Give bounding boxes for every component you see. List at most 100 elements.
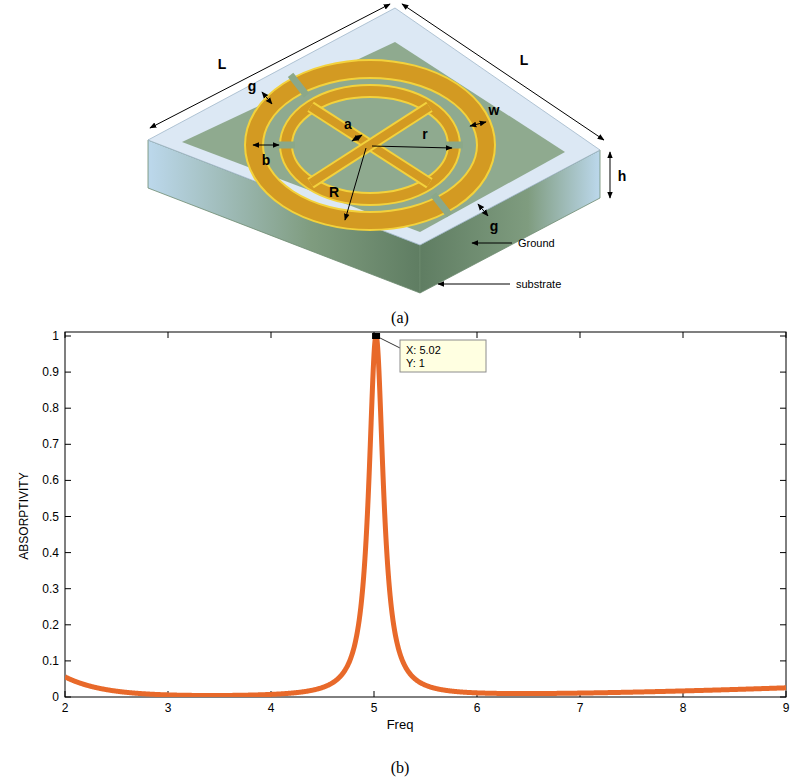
tick-mark (65, 372, 71, 373)
tick-mark (65, 697, 71, 698)
cross-bar (311, 107, 430, 183)
datatip-box (400, 340, 486, 372)
dimension-label: a (344, 116, 352, 132)
tick-mark (65, 444, 71, 445)
tick-mark (65, 624, 71, 625)
tick-label: 0.9 (42, 365, 59, 379)
tick-label: 5 (371, 701, 378, 715)
tick-mark (65, 332, 66, 338)
tick-label: 0.6 (42, 473, 59, 487)
tick-label: 0.1 (42, 654, 59, 668)
tick-label: 8 (680, 701, 687, 715)
tick-mark (780, 372, 786, 373)
dimension-arrow (345, 148, 366, 220)
tick-mark (477, 332, 478, 338)
axis-title: ABSORPTIVITY (17, 472, 31, 559)
tick-mark (780, 624, 786, 625)
tick-mark (780, 336, 786, 337)
tick-label: 1 (52, 329, 59, 343)
resonator-ring (254, 69, 486, 221)
dimension-label: h (618, 168, 627, 184)
axis-title: Freq (387, 717, 414, 732)
cross-bar (311, 107, 430, 183)
cross-bar (311, 107, 430, 183)
tick-mark (374, 691, 375, 697)
ring-gap (433, 195, 449, 215)
tick-label: 7 (577, 701, 584, 715)
tick-mark (780, 660, 786, 661)
tick-label: 0.8 (42, 401, 59, 415)
resonator-ring (286, 91, 454, 199)
ring-gap (277, 142, 295, 149)
dimension-label: w (489, 102, 500, 118)
dimension-arrow (438, 284, 510, 285)
tick-label: 0.7 (42, 437, 59, 451)
tick-mark (780, 516, 786, 517)
tick-mark (65, 516, 71, 517)
tick-mark (65, 480, 71, 481)
tick-mark (65, 660, 71, 661)
tick-mark (780, 552, 786, 553)
panel-label: (b) (391, 759, 410, 777)
tick-label: 0.4 (42, 546, 59, 560)
tick-label: 0.2 (42, 618, 59, 632)
part-label: Ground (518, 237, 555, 249)
dimension-arrow (253, 145, 279, 146)
dimension-arrow (352, 135, 362, 141)
tick-mark (780, 697, 786, 698)
tick-mark (65, 588, 71, 589)
dimension-arrow (610, 152, 611, 198)
dimension-arrow (478, 204, 488, 216)
tick-mark (786, 332, 787, 338)
tick-label: 4 (268, 701, 275, 715)
dimension-label: g (248, 78, 257, 94)
dimension-arrow (150, 4, 390, 128)
absorptivity-curve (65, 336, 786, 695)
cross-bar (311, 107, 430, 183)
tick-mark (168, 332, 169, 338)
tick-mark (65, 336, 71, 337)
dimension-label: R (329, 184, 339, 200)
dimension-label: L (218, 56, 227, 72)
dimension-label: L (520, 52, 529, 68)
tick-mark (780, 408, 786, 409)
data-marker (372, 333, 380, 339)
tick-mark (65, 408, 71, 409)
tick-mark (580, 332, 581, 338)
dimension-label: g (490, 218, 499, 234)
resonator-ring (286, 91, 454, 199)
panel-label: (a) (391, 309, 409, 327)
tick-mark (65, 691, 66, 697)
tick-label: 0 (52, 690, 59, 704)
dimension-arrow (402, 4, 604, 140)
datatip-leader (380, 338, 400, 348)
ring-gap (291, 75, 307, 95)
tick-label: 9 (783, 701, 790, 715)
datatip-text: Y: 1 (406, 357, 425, 369)
tick-mark (780, 588, 786, 589)
tick-label: 0.5 (42, 510, 59, 524)
tick-mark (786, 691, 787, 697)
plot-frame (65, 332, 786, 697)
part-label: substrate (516, 278, 561, 290)
datatip-text: X: 5.02 (406, 344, 441, 356)
substrate-top (148, 8, 600, 245)
dimension-label: b (262, 152, 271, 168)
tick-label: 0.3 (42, 582, 59, 596)
tick-label: 3 (165, 701, 172, 715)
dimension-arrow (262, 92, 272, 104)
tick-mark (780, 444, 786, 445)
tick-mark (780, 480, 786, 481)
tick-mark (65, 552, 71, 553)
dimension-arrow (472, 243, 512, 244)
tick-mark (271, 332, 272, 338)
tick-label: 6 (474, 701, 481, 715)
dimension-arrow (372, 146, 452, 148)
resonator-ring (254, 69, 486, 221)
tick-mark (683, 332, 684, 338)
dimension-label: r (422, 126, 427, 142)
tick-label: 2 (62, 701, 69, 715)
ground-plane (182, 42, 565, 232)
